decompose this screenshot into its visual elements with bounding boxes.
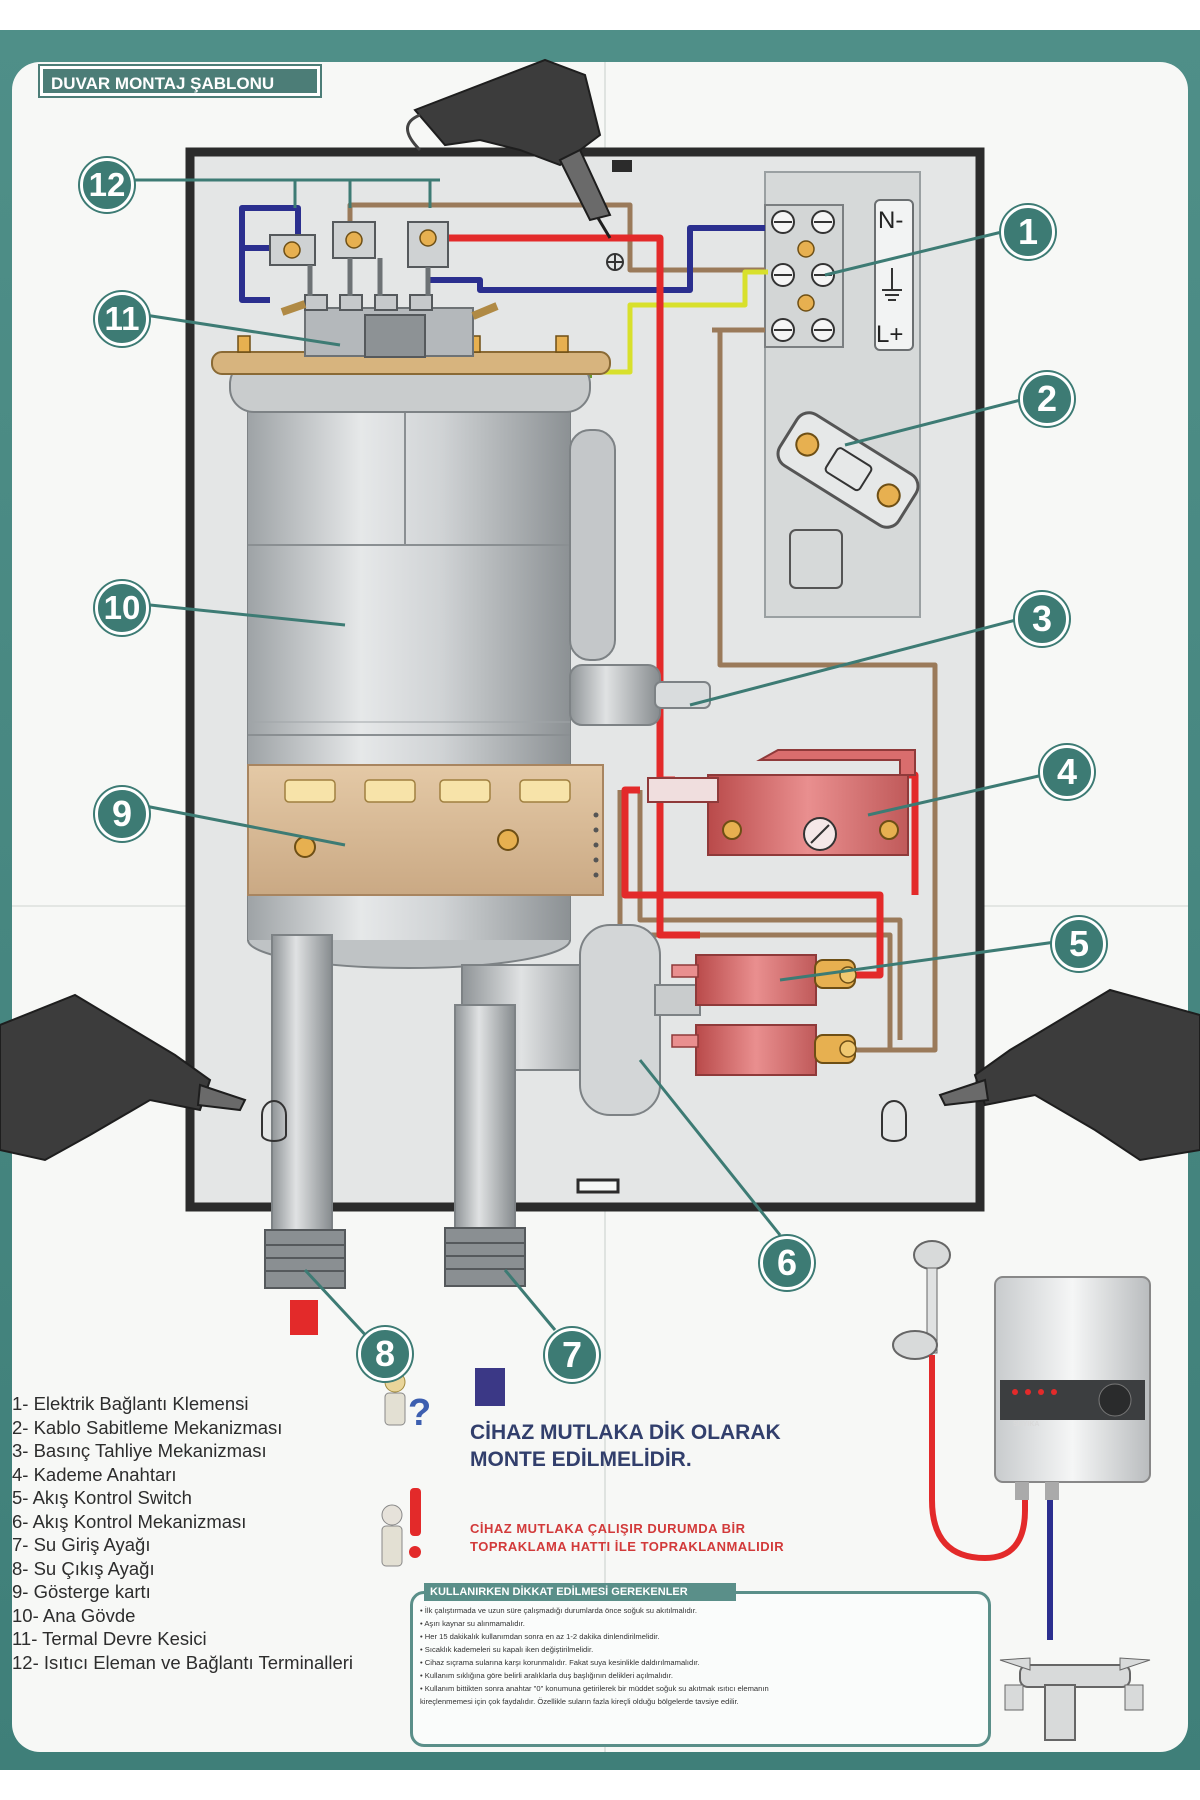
outlet-red-marker: [290, 1300, 318, 1335]
legend-item: 6- Akış Kontrol Mekanizması: [12, 1510, 247, 1532]
warning-line: MONTE EDİLMELİDİR.: [470, 1448, 692, 1471]
worker-question-icon: ?: [384, 1371, 431, 1434]
drill-icon-top: [406, 58, 612, 239]
drill-marks: [261, 253, 907, 1142]
drill-icon-right: [938, 988, 1200, 1162]
callout-8: 8: [358, 1327, 412, 1381]
callout-5: 5: [1052, 917, 1106, 971]
list-item: Aşırı kaynar su alınmamalıdır.: [420, 1617, 980, 1630]
callout-7: 7: [545, 1328, 599, 1382]
svg-text:?: ?: [408, 1392, 431, 1434]
water-pipes: [264, 934, 526, 1335]
cable-clamp: [776, 411, 920, 529]
legend-item: 5- Akış Kontrol Switch: [12, 1487, 192, 1508]
blue-marker: [475, 1368, 505, 1406]
usage-notes-title: KULLANIRKEN DİKKAT EDİLMESİ GEREKENLER: [424, 1583, 736, 1601]
legend-item: 4- Kademe Anahtarı: [12, 1463, 177, 1485]
legend-item: 3- Basınç Tahliye Mekanizması: [12, 1440, 267, 1461]
worker-exclamation-icon: [381, 1488, 421, 1567]
usage-notes-list: İlk çalıştırmada ve uzun süre çalışmadığ…: [420, 1604, 980, 1708]
pressure-relief: [569, 664, 711, 726]
list-item: Her 15 dakikalık kullanımdan sonra en az…: [420, 1630, 980, 1643]
hot-water-hose: [929, 1355, 1028, 1562]
parts-legend: 1- Elektrik Bağlantı Klemensi 2- Kablo S…: [12, 1392, 412, 1674]
callout-9: 9: [95, 787, 149, 841]
legend-item: 1- Elektrik Bağlantı Klemensi: [12, 1393, 249, 1414]
terminal-label-n: N-: [878, 207, 903, 234]
callout-11: 11: [95, 292, 149, 346]
page-title: DUVAR MONTAJ ŞABLONU: [40, 66, 320, 96]
shower-head-icon: [892, 1240, 951, 1360]
terminal-label-l: L+: [876, 321, 903, 348]
callout-10: 10: [95, 581, 149, 635]
legend-item: 11- Termal Devre Kesici: [12, 1628, 207, 1649]
flow-switch: [671, 954, 857, 1076]
grounding-warning: CİHAZ MUTLAKA ÇALIŞIR DURUMDA BİR TOPRAK…: [470, 1520, 850, 1556]
legend-item: 9- Gösterge kartı: [12, 1581, 151, 1602]
list-item: kireçlenmemesi için çok faydalıdır. Özel…: [420, 1697, 739, 1706]
list-item: Cihaz sıçrama sularına karşı korunmalıdı…: [420, 1656, 980, 1669]
indicator-card: [247, 764, 604, 896]
warning-line: CİHAZ MUTLAKA DİK OLARAK: [470, 1421, 781, 1444]
legend-item: 7- Su Giriş Ayağı: [12, 1534, 151, 1555]
list-item: Kullanım sıklığına göre belirli aralıkla…: [420, 1669, 980, 1682]
heating-element-terminals: [211, 221, 611, 375]
vertical-mount-warning: CİHAZ MUTLAKA DİK OLARAK MONTE EDİLMELİD…: [470, 1419, 910, 1473]
drill-icon-left: [0, 993, 247, 1162]
warning-line: TOPRAKLAMA HATTI İLE TOPRAKLANMALIDIR: [470, 1539, 785, 1554]
leader-lines: [125, 178, 1071, 1342]
heater-brand-label: SUYIKA: [1013, 1421, 1040, 1428]
warning-line: CİHAZ MUTLAKA ÇALIŞIR DURUMDA BİR: [470, 1521, 746, 1536]
legend-item: 2- Kablo Sabitleme Mekanizması: [12, 1416, 283, 1438]
callout-2: 2: [1020, 372, 1074, 426]
legend-item: 8- Su Çıkış Ayağı: [12, 1557, 155, 1579]
callout-12: 12: [80, 158, 134, 212]
faucet-icon: [999, 1657, 1151, 1741]
callout-6: 6: [760, 1236, 814, 1290]
list-item: Kullanım bittikten sonra anahtar "0" kon…: [420, 1682, 980, 1695]
callout-3: 3: [1015, 592, 1069, 646]
list-item: Sıcaklık kademeleri su kapalı iken değiş…: [420, 1643, 980, 1656]
water-heater-product: [994, 1276, 1151, 1500]
callout-1: 1: [1001, 205, 1055, 259]
legend-item: 12- Isıtıcı Eleman ve Bağlantı Terminall…: [12, 1651, 354, 1673]
list-item: İlk çalıştırmada ve uzun süre çalışmadığ…: [420, 1604, 980, 1617]
callout-4: 4: [1040, 745, 1094, 799]
legend-item: 10- Ana Gövde: [12, 1604, 136, 1626]
